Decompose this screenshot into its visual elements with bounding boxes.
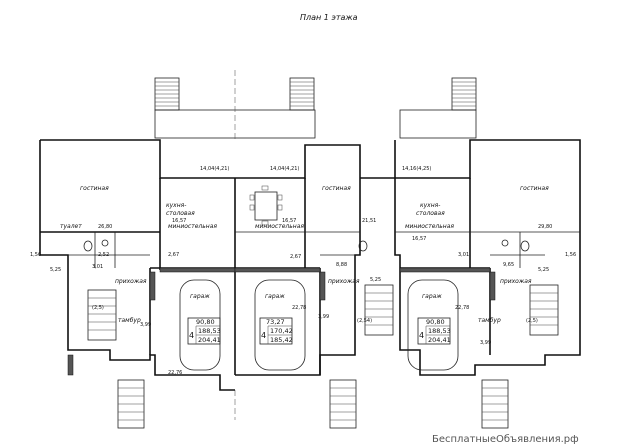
dimensions: 14,04(4,21) 14,04(4,21) 14,16(4,25) 16,5… [30,166,576,376]
svg-text:(2,5): (2,5) [526,318,538,324]
svg-text:188,53: 188,53 [428,327,451,335]
label-kitchen-3b: столовая [416,210,445,217]
svg-text:2,67: 2,67 [168,252,179,258]
svg-text:16,57: 16,57 [282,218,296,224]
bottom-stairs [117,379,509,429]
label-living-1: гостиная [80,185,109,192]
label-living-2: гостиная [322,185,351,192]
svg-text:16,57: 16,57 [172,218,186,224]
label-kitchen-1a: кухня- [166,202,186,209]
svg-text:185,42: 185,42 [270,336,293,344]
label-vestibule-3: тамбур [478,317,501,324]
svg-text:4: 4 [419,331,424,340]
svg-text:5,25: 5,25 [370,277,381,283]
garage-cars [179,279,459,371]
label-kitchen-1b: столовая [166,210,195,217]
svg-text:9,65: 9,65 [503,262,514,268]
label-vestibule-1: тамбур [118,317,141,324]
watermark: БесплатныеОбъявления.рф [432,434,579,445]
svg-text:3,01: 3,01 [458,252,469,258]
label-mini-3: миниостельная [405,223,454,230]
label-garage-2: гараж [265,293,285,300]
svg-text:170,42: 170,42 [270,327,293,335]
svg-text:4: 4 [261,331,266,340]
svg-text:188,53: 188,53 [198,327,221,335]
terrace-right [399,109,477,139]
svg-text:14,04(4,21): 14,04(4,21) [200,166,229,172]
label-hall-3: прихожая [500,278,532,285]
label-toilet: туалет [60,223,82,230]
label-hall-2: прихожая [328,278,360,285]
label-mini-2: миниостельная [255,223,304,230]
unit-info-1: 90,80 4 188,53 204,41 [187,317,221,345]
svg-text:14,16(4,25): 14,16(4,25) [402,166,431,172]
label-garage-1: гараж [190,293,210,300]
svg-text:1,56: 1,56 [565,252,576,258]
label-hall-1: прихожая [115,278,147,285]
label-mini-1: миниостельная [168,223,217,230]
svg-text:5,25: 5,25 [538,267,549,273]
svg-text:(2,54): (2,54) [357,318,372,324]
unit-info-3: 90,80 4 188,53 204,41 [417,317,451,345]
svg-text:90,80: 90,80 [196,318,215,326]
svg-text:29,80: 29,80 [538,224,552,230]
svg-text:90,80: 90,80 [426,318,445,326]
top-stair-middle [289,77,315,111]
svg-text:2,67: 2,67 [290,254,301,260]
top-stair-left [154,77,180,111]
svg-text:3,99: 3,99 [140,322,151,328]
svg-text:16,57: 16,57 [412,236,426,242]
svg-text:8,88: 8,88 [336,262,347,268]
svg-text:204,41: 204,41 [428,336,451,344]
label-living-3: гостиная [520,185,549,192]
hatched-beams [67,267,496,376]
svg-text:22,78: 22,78 [292,305,306,311]
svg-text:22,78: 22,78 [455,305,469,311]
svg-text:3,99: 3,99 [480,340,491,346]
svg-text:14,04(4,21): 14,04(4,21) [270,166,299,172]
inner-stairs [87,284,559,341]
top-stair-right [451,77,477,111]
svg-text:73,27: 73,27 [266,318,285,326]
svg-text:21,51: 21,51 [362,218,376,224]
room-labels: гостиная гостиная гостиная кухня- столов… [60,185,549,324]
svg-text:3,99: 3,99 [318,314,329,320]
svg-text:26,80: 26,80 [98,224,112,230]
plan-title: План 1 этажа [300,13,358,22]
outer-walls [39,139,581,391]
svg-text:5,25: 5,25 [50,267,61,273]
inner-walls [40,178,580,375]
unit-info-2: 73,27 4 170,42 185,42 [259,317,293,345]
label-garage-3: гараж [422,293,442,300]
dining-table [249,185,283,226]
svg-text:204,41: 204,41 [198,336,221,344]
svg-text:22,76: 22,76 [168,370,182,376]
svg-text:3,01: 3,01 [92,264,103,270]
label-kitchen-3a: кухня- [420,202,440,209]
svg-text:1,56: 1,56 [30,252,41,258]
svg-text:4: 4 [189,331,194,340]
svg-text:(2,5): (2,5) [92,305,104,311]
svg-text:2,52: 2,52 [98,252,109,258]
toilets [83,239,530,252]
